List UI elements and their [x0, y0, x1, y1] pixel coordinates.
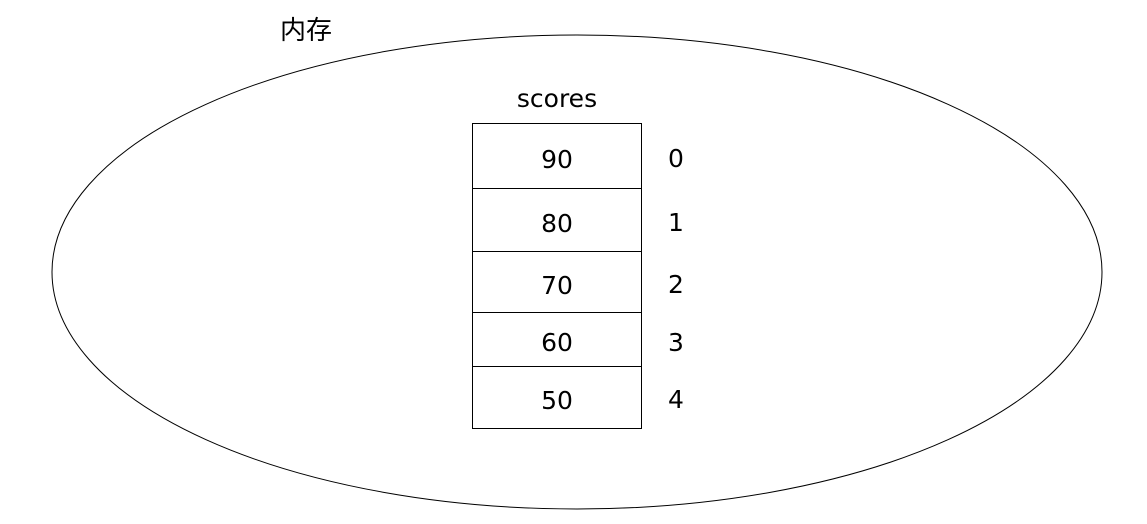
array-index-value: 4 — [668, 385, 684, 414]
array-index-label: 0 — [660, 123, 700, 188]
array-name-label: scores — [516, 84, 598, 113]
array-index-label: 2 — [660, 251, 700, 312]
array-cell: 70 — [473, 252, 641, 313]
array-cell-value: 70 — [541, 270, 573, 300]
array-cell: 50 — [473, 367, 641, 428]
array-cell: 90 — [473, 124, 641, 189]
array-index-value: 0 — [668, 144, 684, 173]
array-index-label: 4 — [660, 366, 700, 427]
array-index-label: 1 — [660, 188, 700, 251]
array-index-value: 1 — [668, 208, 684, 237]
array-table: 90 80 70 60 50 — [472, 123, 642, 429]
array-cell-value: 90 — [541, 144, 573, 174]
array-cell-value: 60 — [541, 328, 573, 357]
array-index-column: 0 1 2 3 4 — [660, 123, 700, 427]
memory-label: 内存 — [280, 16, 333, 46]
array-index-value: 3 — [668, 327, 684, 357]
array-cell-value: 50 — [541, 386, 573, 415]
array-index-value: 2 — [668, 270, 684, 299]
array-index-label: 3 — [660, 312, 700, 366]
array-cell-value: 80 — [541, 208, 573, 238]
array-cell: 60 — [473, 313, 641, 367]
array-cell: 80 — [473, 189, 641, 252]
